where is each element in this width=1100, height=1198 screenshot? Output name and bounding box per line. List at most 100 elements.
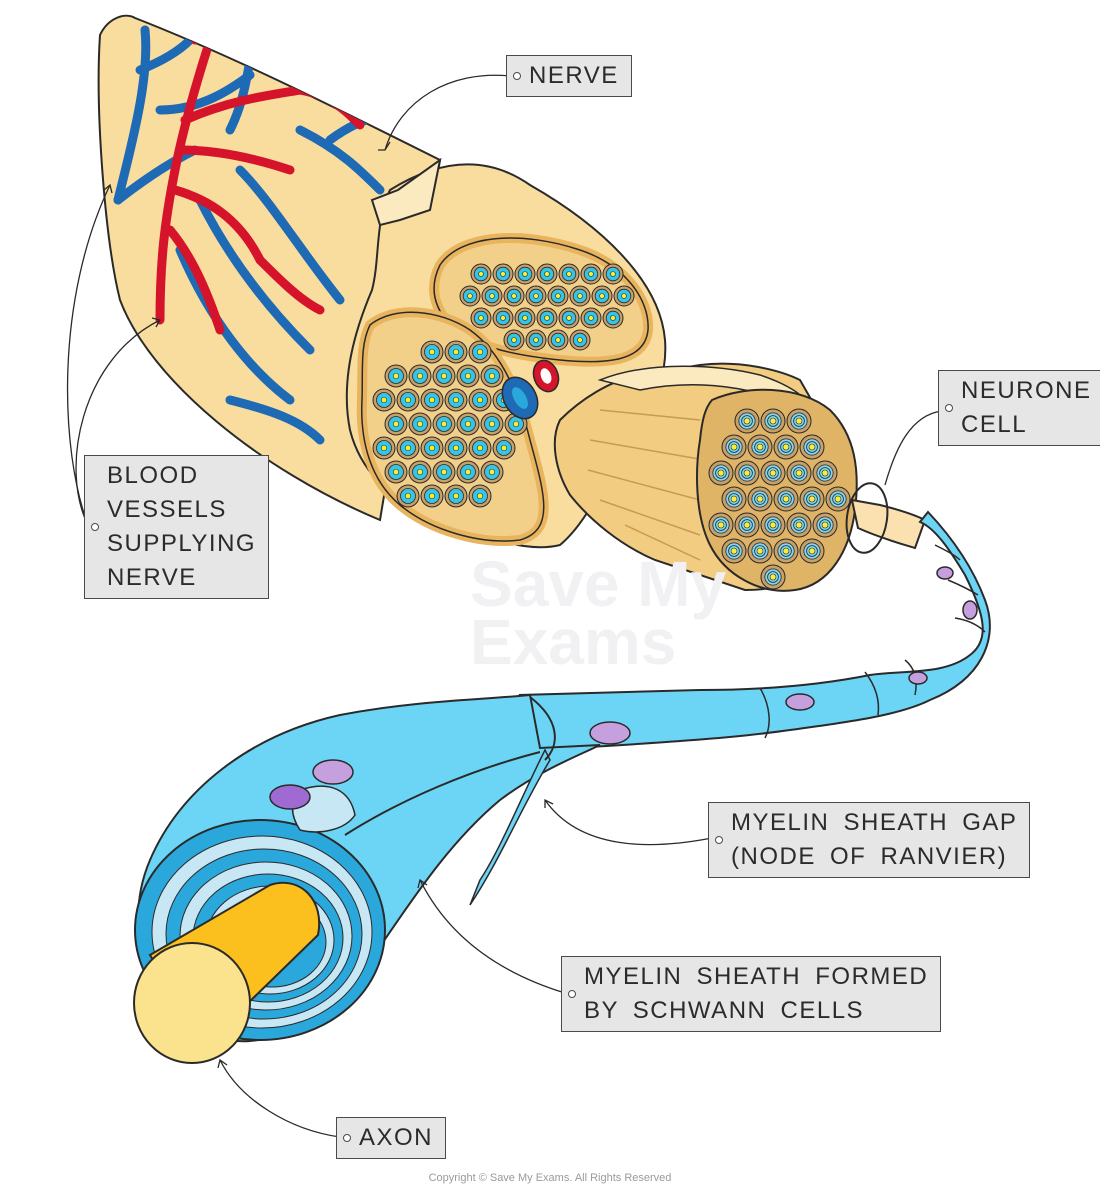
nerve-fibre-spiral [780,545,792,557]
myelin-gap-label-line-2: (NODE OF RANVIER) [731,843,1008,870]
nerve-fibre-axon [416,420,424,428]
tag-hole-icon [343,1134,351,1142]
nerve-fibre-axon [730,547,738,555]
schwann-nuclei [589,566,978,745]
nerve-fibre-axon [544,315,550,321]
blood-vessels-label-line-4: NERVE [107,564,197,591]
nerve-fibre-spiral [728,545,740,557]
nerve-fibre-axon [488,420,496,428]
nerve-fibre-axon [808,443,816,451]
nerve-label: NERVE [506,55,632,97]
nerve-fibre-axon [588,315,594,321]
nerve-fibre-axon [467,293,473,299]
nerve-fibre-axon [566,271,572,277]
neurone-fibre [850,498,927,550]
nerve-fibre-axon [610,271,616,277]
tag-hole-icon [715,836,723,844]
axon-label: AXON [336,1117,447,1159]
myelinated-axon [133,510,991,1064]
fascicle-lower-fibres [372,340,528,508]
nerve-fibre-axon [769,573,777,581]
nerve-fibre-spiral [715,467,727,479]
nerve-fibre-spiral [819,467,831,479]
nerve-fibre-axon [392,468,400,476]
nerve-fibre-axon [476,348,484,356]
nerve-fibre-axon [464,420,472,428]
schwann-nucleus-dark [269,784,311,810]
myelin-sheath-label: MYELIN SHEATH FORMED BY SCHWANN CELLS [561,956,942,1032]
neurone-cell-label: NEURONE CELL [938,370,1100,446]
nerve-fibre-axon [452,348,460,356]
nerve-fibre-axon [440,372,448,380]
nerve-fibre-axon [533,293,539,299]
epineurium-flap [370,157,442,227]
nerve-fibre-axon [599,293,605,299]
nerve-fibre-axon [392,420,400,428]
fascicle-upper-fibres [459,263,635,351]
nerve-fibre-axon [452,492,460,500]
nerve-fibre-axon [428,444,436,452]
nerve-fibre-axon [717,521,725,529]
nerve-fibre-axon [743,417,751,425]
nerve-fibre-axon [404,396,412,404]
nerve-fibre-axon [834,495,842,503]
nerve-fibre-axon [489,293,495,299]
myelin-sheath-label-line-1: MYELIN SHEATH FORMED [584,963,929,990]
blood-vessels-label: BLOOD VESSELS SUPPLYING NERVE [84,455,270,599]
tag-hole-icon [91,523,99,531]
nerve-fibre-axon [756,443,764,451]
nerve-fibre-spiral [767,415,779,427]
nerve-fibre-axon [440,420,448,428]
nerve-fibre-axon [544,271,550,277]
myelin-sheath-label-line-2: BY SCHWANN CELLS [584,997,865,1024]
nerve-fibre-axon [522,271,528,277]
nerve-fibre-axon [464,468,472,476]
nerve-fibre-spiral [767,467,779,479]
neurone-cell-label-line-1: NEURONE [961,377,1092,404]
myelin-gap-label-line-1: MYELIN SHEATH GAP [731,809,1018,836]
blood-vessels-label-line-3: SUPPLYING [107,530,257,557]
nerve-fibre-axon [610,315,616,321]
nerve-fibre-spiral [754,545,766,557]
nerve-fibre-spiral [806,441,818,453]
nerve-fibre-axon [392,372,400,380]
nerve-fibre-axon [404,444,412,452]
nerve-fibre-axon [488,372,496,380]
nerve-fibre-axon [769,469,777,477]
nerve-fibre-spiral [741,415,753,427]
blood-vessels-label-line-2: VESSELS [107,496,227,523]
nerve-fibre-spiral [793,519,805,531]
nerve-fibre-axon [452,396,460,404]
nerve-fibre-axon [428,492,436,500]
artery-branches [155,20,365,335]
axon-cut-face [133,942,251,1064]
nerve-fibre-spiral [819,519,831,531]
nerve-fibre-axon [511,293,517,299]
nerve-fibre-spiral [767,519,779,531]
nerve-fibre-spiral [767,571,779,583]
schwann-nucleus-light [312,759,354,785]
nerve-fibre-axon [808,547,816,555]
bundle-fibres [708,408,851,590]
nerve-fibre-spiral [780,441,792,453]
nerve-fibre-spiral [793,415,805,427]
nerve-fibre-axon [416,372,424,380]
nerve-fibre-axon [756,495,764,503]
tag-hole-icon [945,404,953,412]
nerve-fibre-axon [416,468,424,476]
node-of-ranvier [529,696,556,761]
bundle-fibre-lines [587,409,706,561]
nerve-fibre-axon [476,396,484,404]
nerve-fibre-axon [512,420,520,428]
nerve-fibre-axon [500,444,508,452]
nerve-fibre-axon [476,492,484,500]
nerve-fibre-axon [478,271,484,277]
nerve-fibre-axon [488,468,496,476]
nerve-fibre-spiral [715,519,727,531]
nerve-fibre-axon [795,469,803,477]
nerve-fibre-axon [404,492,412,500]
nerve-fibre-axon [478,315,484,321]
nerve-fibre-axon [555,293,561,299]
nerve-fibre-axon [730,443,738,451]
